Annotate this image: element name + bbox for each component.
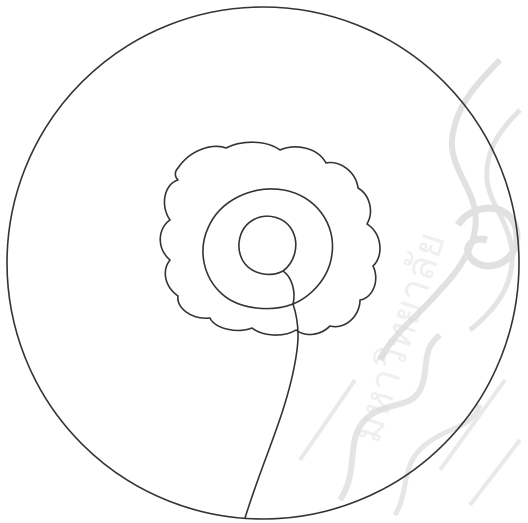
university-seal-watermark: มหาวิทยาลัย: [300, 60, 520, 515]
seal-flame-lower-2: [395, 405, 480, 515]
cloud-outline: [160, 142, 380, 335]
inner-spiral-ring: [239, 216, 296, 274]
stem-line: [245, 304, 298, 518]
seal-ray-3: [470, 440, 520, 505]
seal-ray-1: [300, 380, 355, 460]
middle-spiral-ring: [203, 189, 333, 309]
seal-ray-2: [440, 380, 505, 470]
spiral-connector: [283, 271, 294, 304]
